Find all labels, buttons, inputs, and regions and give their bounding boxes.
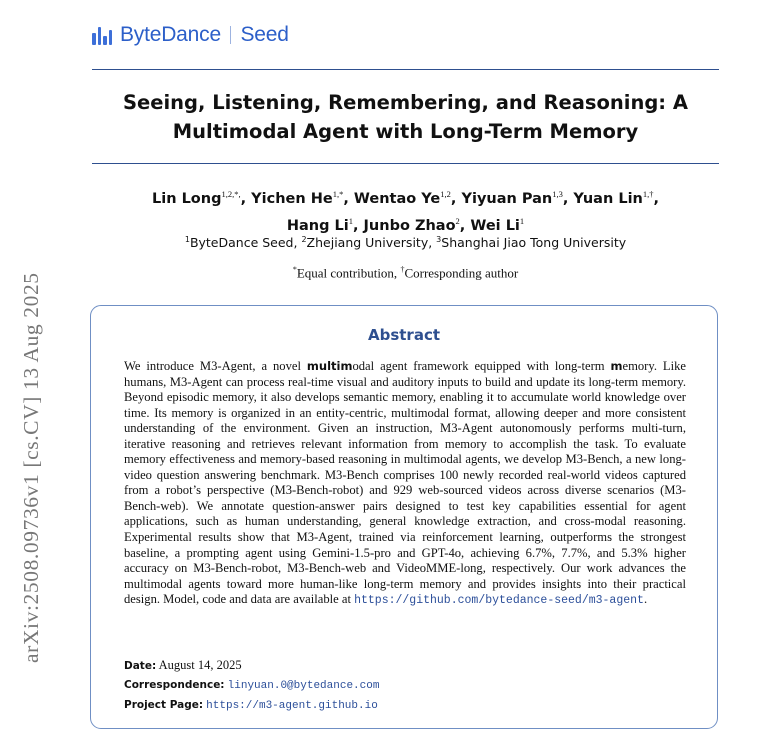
bytedance-seed-logo: ByteDance Seed: [92, 22, 289, 48]
author-sup: 1,*: [332, 189, 344, 199]
author: Wentao Ye: [353, 190, 441, 207]
affiliations: 1ByteDance Seed, 2Zhejiang University, 3…: [184, 235, 627, 251]
date-label: Date:: [124, 660, 157, 672]
highlight-m: m: [340, 359, 353, 373]
author: Junbo Zhao: [363, 217, 456, 234]
equal-sup: *: [292, 265, 297, 274]
title-bottom-rule: [92, 163, 719, 165]
author: Wei Li: [470, 217, 520, 234]
corr-sup: †: [400, 265, 405, 274]
author: Hang Li: [286, 217, 349, 234]
logo-separator: [229, 26, 232, 44]
highlight-ulti: ulti: [318, 359, 341, 373]
abstract-intro: We introduce M3-Agent, a novel: [124, 359, 307, 373]
bytedance-bars-icon: [92, 25, 112, 45]
affiliation: Zhejiang University: [306, 235, 429, 251]
paper-title: Seeing, Listening, Remembering, and Reas…: [92, 88, 719, 146]
highlight-m: m: [306, 359, 319, 373]
author-notes: *Equal contribution, †Corresponding auth…: [92, 265, 719, 281]
author-sup: 1,†: [642, 189, 654, 199]
abstract-mid: odal agent framework equipped with long-…: [352, 359, 611, 373]
author: Yiyuan Pan: [461, 190, 553, 207]
affil-sup: 1: [184, 235, 190, 244]
abstract-heading: Abstract: [367, 326, 441, 344]
equal-contribution-note: Equal contribution,: [296, 265, 398, 281]
title-line-1: Seeing, Listening, Remembering, and Reas…: [123, 91, 688, 114]
project-page-label: Project Page:: [124, 699, 204, 711]
affil-sup: 3: [436, 235, 442, 244]
correspondence-email[interactable]: linyuan.0@bytedance.com: [227, 680, 380, 692]
project-page-link[interactable]: https://m3-agent.github.io: [206, 700, 378, 712]
author-sup: 2: [455, 215, 460, 226]
author-sup: 1,2,*,: [221, 189, 241, 199]
author-list: Lin Long1,2,*,, Yichen He1,*, Wentao Ye1…: [151, 189, 660, 234]
abstract-end: .: [643, 592, 648, 607]
author-sup: 1,2: [440, 189, 451, 199]
top-rule: [92, 69, 719, 71]
title-line-2: Multimodal Agent with Long-Term Memory: [172, 120, 639, 143]
date-value: August 14, 2025: [158, 658, 242, 672]
highlight-m: m: [610, 359, 623, 373]
author-sup: 1,3: [552, 189, 563, 199]
affil-sup: 2: [301, 235, 307, 244]
arxiv-side-stamp: arXiv:2508.09736v1 [cs.CV] 13 Aug 2025: [19, 272, 43, 663]
affiliation: ByteDance Seed: [189, 235, 294, 251]
paper-meta: Date: August 14, 2025 Correspondence: li…: [124, 656, 379, 715]
affiliation: Shanghai Jiao Tong University: [441, 235, 627, 251]
author: Lin Long: [151, 190, 222, 207]
author: Yuan Lin: [573, 190, 643, 207]
logo-product: Seed: [240, 23, 289, 46]
author-sup: 1: [348, 215, 353, 226]
corresponding-author-note: Corresponding author: [404, 265, 519, 281]
abstract-body: emory. Like humans, M3-Agent can process…: [124, 359, 687, 607]
author: Yichen He: [251, 190, 333, 207]
logo-brand: ByteDance: [120, 23, 221, 46]
author-sup: 1: [519, 215, 525, 226]
abstract-box: Abstract We introduce M3-Agent, a novel …: [90, 305, 718, 729]
code-link[interactable]: https://github.com/bytedance-seed/m3-age…: [354, 594, 644, 608]
abstract-text: We introduce M3-Agent, a novel multimoda…: [124, 359, 686, 609]
correspondence-label: Correspondence:: [124, 679, 225, 691]
